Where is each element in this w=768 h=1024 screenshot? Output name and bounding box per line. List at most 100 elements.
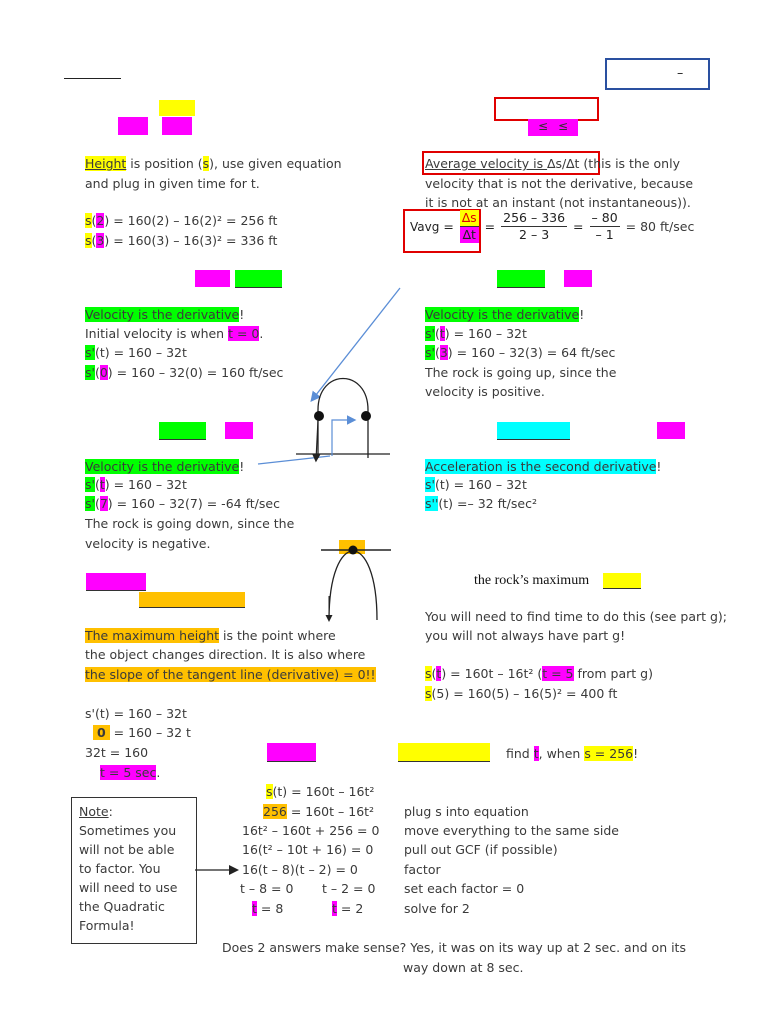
highlight-block bbox=[398, 743, 490, 762]
q4-eq2-rest: ) = 160 – 32(3) = 64 ft/sec bbox=[447, 345, 616, 360]
q5-line5: velocity is negative. bbox=[85, 536, 211, 551]
highlight-block bbox=[603, 573, 641, 589]
q9-text: ! bbox=[633, 746, 639, 761]
highlight-block bbox=[86, 573, 146, 591]
q9-eq4: 16(t² – 10t + 16) = 0 bbox=[242, 842, 374, 857]
frac-values: 256 – 336 2 – 3 bbox=[501, 210, 568, 243]
q3-text: ! bbox=[239, 307, 245, 322]
q9-eq2-rest: = 160t – 16t² bbox=[286, 804, 375, 819]
highlight-block bbox=[235, 270, 282, 288]
vavg-box bbox=[403, 209, 481, 253]
q5-text: ! bbox=[239, 459, 245, 474]
q6-eq1: s'(t) = 160 – 32t bbox=[425, 475, 527, 494]
q6-eq1-rest: (t) = 160 – 32t bbox=[434, 477, 527, 492]
q1-eq2-s: s bbox=[85, 233, 92, 248]
q4-text: ! bbox=[579, 307, 585, 322]
q9-step4: pull out GCF (if possible) bbox=[404, 842, 558, 857]
up-arrow bbox=[331, 415, 357, 456]
q9-t-highlight: t bbox=[533, 746, 539, 761]
q7-line3: the slope of the tangent line (derivativ… bbox=[85, 665, 376, 684]
q8-heading-text: the rock’s maximum bbox=[474, 573, 590, 588]
q9-text: , when bbox=[538, 746, 585, 761]
q9-closing1: Does 2 answers make sense? Yes, it was o… bbox=[222, 940, 686, 955]
q8-line1: You will need to find time to do this (s… bbox=[425, 609, 728, 624]
pointer-line bbox=[257, 455, 331, 465]
eq-sign: = bbox=[484, 219, 496, 234]
q3-eq2-rest: ) = 160 – 32(0) = 160 ft/sec bbox=[107, 365, 284, 380]
q1-eq1-rest: ) = 160(2) – 16(2)² = 256 ft bbox=[104, 213, 278, 228]
q9-eq5: 16(t – 8)(t – 2) = 0 bbox=[242, 862, 358, 877]
max-height-diagram bbox=[321, 540, 391, 622]
q5-eq1: s'(t) = 160 – 32t bbox=[85, 477, 187, 492]
highlight-block bbox=[139, 592, 245, 608]
note-title: Note: bbox=[79, 802, 113, 821]
q3-eq1: s'(t) = 160 – 32t bbox=[85, 343, 187, 362]
q2-line3: it is not at an instant (not instantaneo… bbox=[425, 195, 691, 210]
q2-text: (this is the only bbox=[579, 156, 680, 171]
q8-eq1-s: s bbox=[425, 666, 432, 681]
q2-delta: ∆s/∆t bbox=[547, 156, 580, 171]
q6-eq1-s: s' bbox=[425, 477, 435, 492]
q3-eq2: s'(0) = 160 – 32(0) = 160 ft/sec bbox=[85, 365, 284, 380]
q9-eq7b-rest: = 2 bbox=[336, 901, 364, 916]
q8-eq2-s: s bbox=[425, 686, 432, 701]
q9-eq1-s: s bbox=[266, 784, 273, 799]
q6-line1: Acceleration is the second derivative! bbox=[425, 457, 661, 476]
q9-t2-highlight: t bbox=[332, 901, 337, 916]
frac2-num: 256 – 336 bbox=[501, 210, 568, 227]
q8-eq1: s(t) = 160t – 16t² (t = 5 from part g) bbox=[425, 666, 653, 681]
highlight-block bbox=[225, 422, 253, 439]
point-up bbox=[314, 411, 324, 421]
highlight-block bbox=[267, 743, 316, 762]
q9-closing2: way down at 8 sec. bbox=[403, 960, 524, 975]
q7-slope-highlight: the slope of the tangent line (derivativ… bbox=[85, 667, 376, 682]
q9-step7: solve for 2 bbox=[404, 901, 470, 916]
frac3-den: – 1 bbox=[595, 227, 614, 242]
q1-text: ), use given equation bbox=[209, 156, 342, 171]
q1-eq1: s(2) = 160(2) – 16(2)² = 256 ft bbox=[85, 213, 278, 228]
q3-line2: Initial velocity is when t = 0. bbox=[85, 324, 263, 343]
q9-eq6b: t – 2 = 0 bbox=[322, 881, 376, 896]
q7-text: . bbox=[156, 765, 161, 780]
q8-eq1-hl: t bbox=[436, 666, 442, 681]
vavg-label: Vavg bbox=[410, 219, 440, 234]
q4-line4: The rock is going up, since the bbox=[425, 365, 617, 380]
highlight-block bbox=[497, 270, 545, 288]
q3-eq2-hl: 0 bbox=[99, 365, 108, 380]
note-colon: : bbox=[108, 804, 113, 819]
q3-line1: Velocity is the derivative! bbox=[85, 305, 244, 324]
max-point bbox=[348, 545, 358, 555]
q6-eq2-s: s'' bbox=[425, 496, 439, 511]
q9-step5: factor bbox=[404, 862, 441, 877]
frac-simplified: – 80 – 1 bbox=[589, 210, 620, 243]
q9-eq2: 256 = 160t – 16t² bbox=[263, 802, 374, 821]
highlight-block bbox=[162, 117, 192, 135]
q3-t0-highlight: t = 0 bbox=[228, 326, 260, 341]
q9-eq1-rest: (t) = 160t – 16t² bbox=[272, 784, 375, 799]
q1-height-highlight: Height bbox=[85, 156, 127, 171]
pointer-arrow bbox=[310, 287, 401, 403]
q8-text: from part g) bbox=[573, 666, 653, 681]
trajectory-arc bbox=[317, 377, 369, 458]
down-arrow bbox=[312, 419, 321, 463]
header-box: – bbox=[605, 58, 710, 90]
q7-eq1: s'(t) = 160 – 32t bbox=[85, 706, 187, 721]
q7-eq2: 0 = 160 – 32 t bbox=[93, 723, 191, 742]
highlight-block bbox=[118, 117, 148, 135]
q7-eq4: t = 5 sec. bbox=[100, 763, 160, 782]
eq-sign: = bbox=[443, 219, 454, 234]
q7-line2: the object changes direction. It is also… bbox=[85, 647, 366, 662]
q3-eq1-rest: (t) = 160 – 32t bbox=[94, 345, 187, 360]
q8-eq1-rest: ) = 160t – 16t² ( bbox=[441, 666, 543, 681]
frac1-num: ∆s bbox=[459, 210, 479, 227]
note-line: to factor. You bbox=[79, 861, 161, 876]
highlight-block bbox=[159, 100, 195, 116]
q5-eq2-s: s' bbox=[85, 496, 95, 511]
highlight-block bbox=[497, 422, 570, 440]
q6-second-derivative-highlight: Acceleration is the second derivative bbox=[425, 459, 657, 474]
q6-eq2-rest: (t) =– 32 ft/sec² bbox=[438, 496, 537, 511]
q5-eq2: s'(7) = 160 – 32(7) = -64 ft/sec bbox=[85, 496, 280, 511]
q7-text: is the point where bbox=[219, 628, 336, 643]
q7-zero-highlight: 0 bbox=[93, 725, 110, 740]
q3-eq1-s: s' bbox=[85, 345, 95, 360]
